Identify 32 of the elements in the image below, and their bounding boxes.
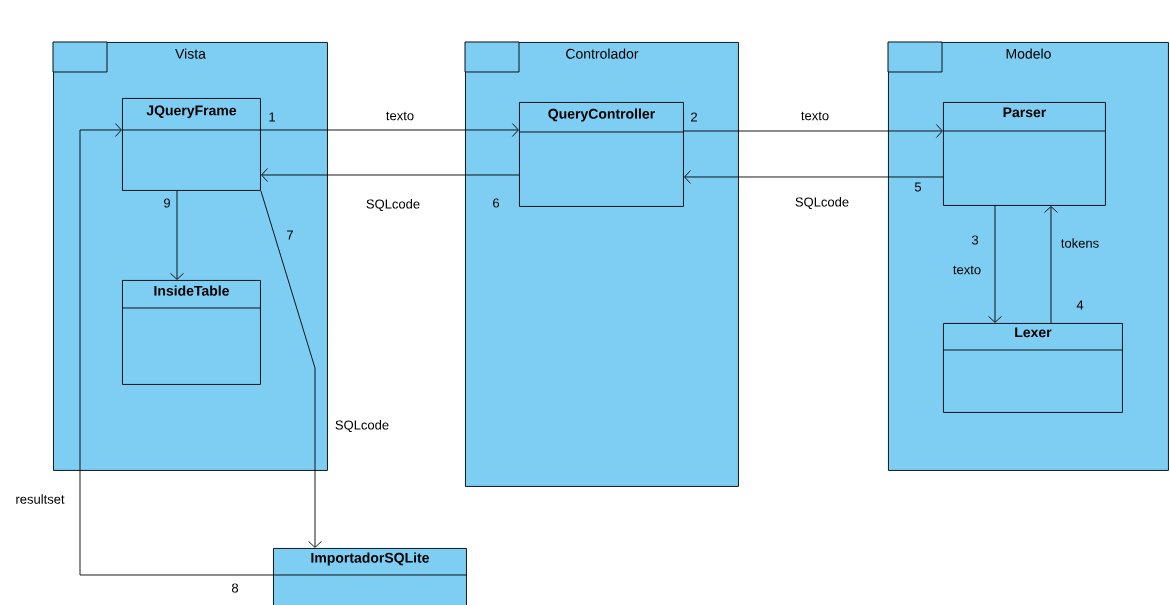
sequence-number: 7 bbox=[287, 230, 293, 240]
class-box: InsideTable bbox=[121, 280, 262, 385]
arrow bbox=[1044, 206, 1058, 324]
sequence-number: 1 bbox=[269, 112, 275, 122]
edge-label: SQLcode bbox=[333, 419, 391, 433]
sequence-number: 3 bbox=[971, 235, 979, 245]
class-box: Parser bbox=[942, 102, 1107, 206]
edge-label: SQLcode bbox=[364, 198, 422, 212]
class-box: Lexer bbox=[942, 323, 1124, 413]
edge-label: texto bbox=[799, 110, 831, 122]
class-box: JQueryFrame bbox=[121, 98, 262, 191]
arrow bbox=[683, 124, 943, 138]
arrow bbox=[260, 190, 322, 548]
edge-label: texto bbox=[384, 110, 416, 122]
edge-label: tokens bbox=[1059, 237, 1101, 249]
sequence-number: 8 bbox=[231, 583, 239, 593]
edge-label: SQLcode bbox=[793, 196, 851, 210]
sequence-number: 9 bbox=[164, 198, 170, 208]
arrow bbox=[79, 123, 274, 576]
arrow bbox=[170, 190, 184, 280]
arrow bbox=[260, 123, 519, 137]
arrow bbox=[988, 205, 1002, 323]
arrow bbox=[261, 168, 520, 182]
class-box: ImportadorSQLite bbox=[272, 548, 468, 605]
arrow bbox=[684, 170, 944, 184]
sequence-number: 2 bbox=[691, 112, 697, 122]
edge-label: resultset bbox=[14, 493, 66, 505]
edge-label: texto bbox=[951, 264, 983, 276]
class-box: QueryController bbox=[518, 102, 685, 207]
sequence-number: 5 bbox=[914, 182, 922, 192]
sequence-number: 6 bbox=[493, 198, 500, 208]
sequence-number: 4 bbox=[1076, 300, 1084, 310]
